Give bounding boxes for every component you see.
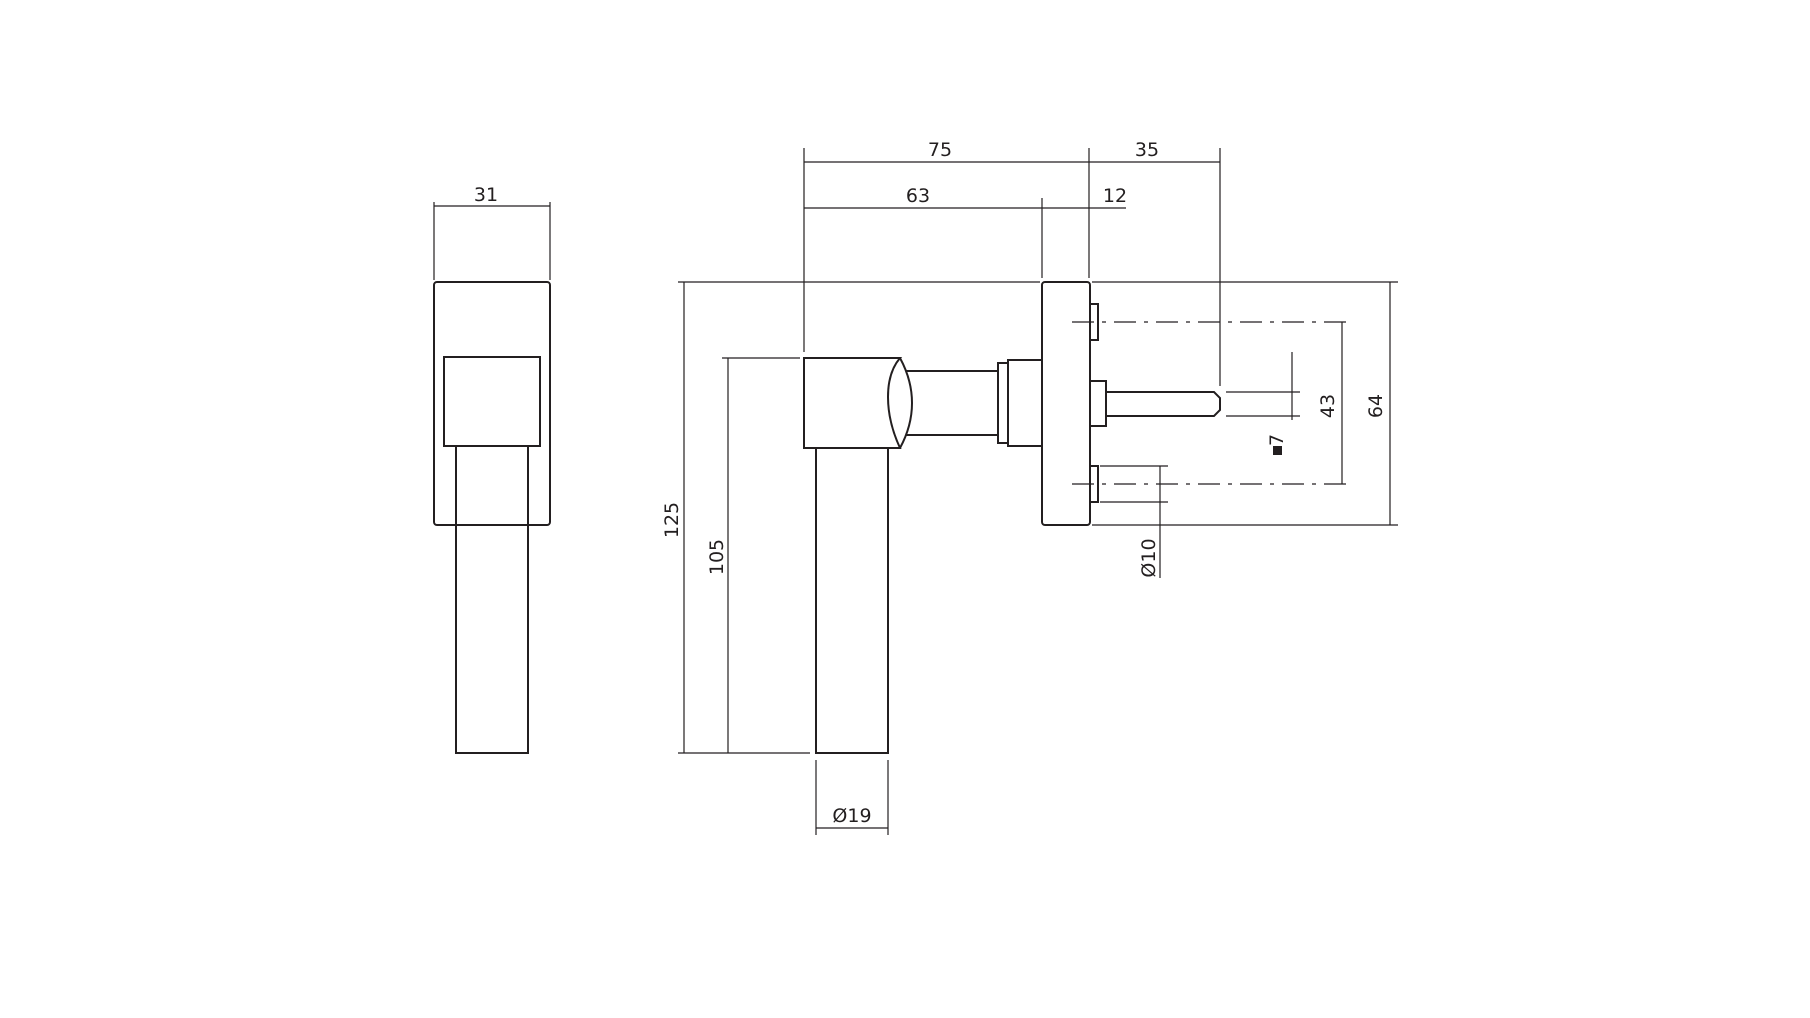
side-handle-head-curve <box>899 357 914 449</box>
side-spindle-base <box>1089 380 1107 427</box>
front-handle-head <box>443 356 541 447</box>
screw-diameter-dimension <box>1100 465 1168 578</box>
handle-length-label: 63 <box>906 185 930 207</box>
grip-diameter-dimension <box>815 760 889 835</box>
spindle-square-label: 7 <box>1266 434 1288 446</box>
grip-height-dimension <box>722 357 800 753</box>
rose-height-label: 64 <box>1365 394 1387 418</box>
grip-diameter-label: Ø19 <box>832 805 871 827</box>
front-view <box>433 281 551 754</box>
side-handle-head <box>803 357 903 449</box>
spindle-square-dimension <box>1226 352 1300 455</box>
front-width-dimension <box>433 202 551 280</box>
side-spindle <box>1106 391 1221 417</box>
rose-height-dimension <box>1092 281 1398 526</box>
overall-length-label: 75 <box>928 139 952 161</box>
side-rose-plate <box>1041 281 1091 526</box>
overall-height-label: 125 <box>661 502 683 538</box>
handle-length-dimension <box>804 198 1126 278</box>
overall-length-dimension <box>803 148 1221 386</box>
side-collar-ring <box>1007 359 1043 447</box>
screw-diameter-label: Ø10 <box>1138 538 1160 577</box>
rose-thickness-label: 12 <box>1103 185 1127 207</box>
overall-height-dimension <box>678 281 1040 754</box>
grip-height-label: 105 <box>706 539 728 575</box>
front-handle-grip <box>455 445 529 754</box>
screw-spacing-label: 43 <box>1317 394 1339 418</box>
side-view <box>803 281 1221 754</box>
front-width-label: 31 <box>474 184 498 206</box>
side-handle-grip <box>815 447 889 754</box>
side-collar <box>997 362 1009 444</box>
square-symbol-icon <box>1273 446 1282 455</box>
spindle-length-label: 35 <box>1135 139 1159 161</box>
front-rose-plate <box>433 281 551 526</box>
side-handle-neck <box>906 370 999 436</box>
